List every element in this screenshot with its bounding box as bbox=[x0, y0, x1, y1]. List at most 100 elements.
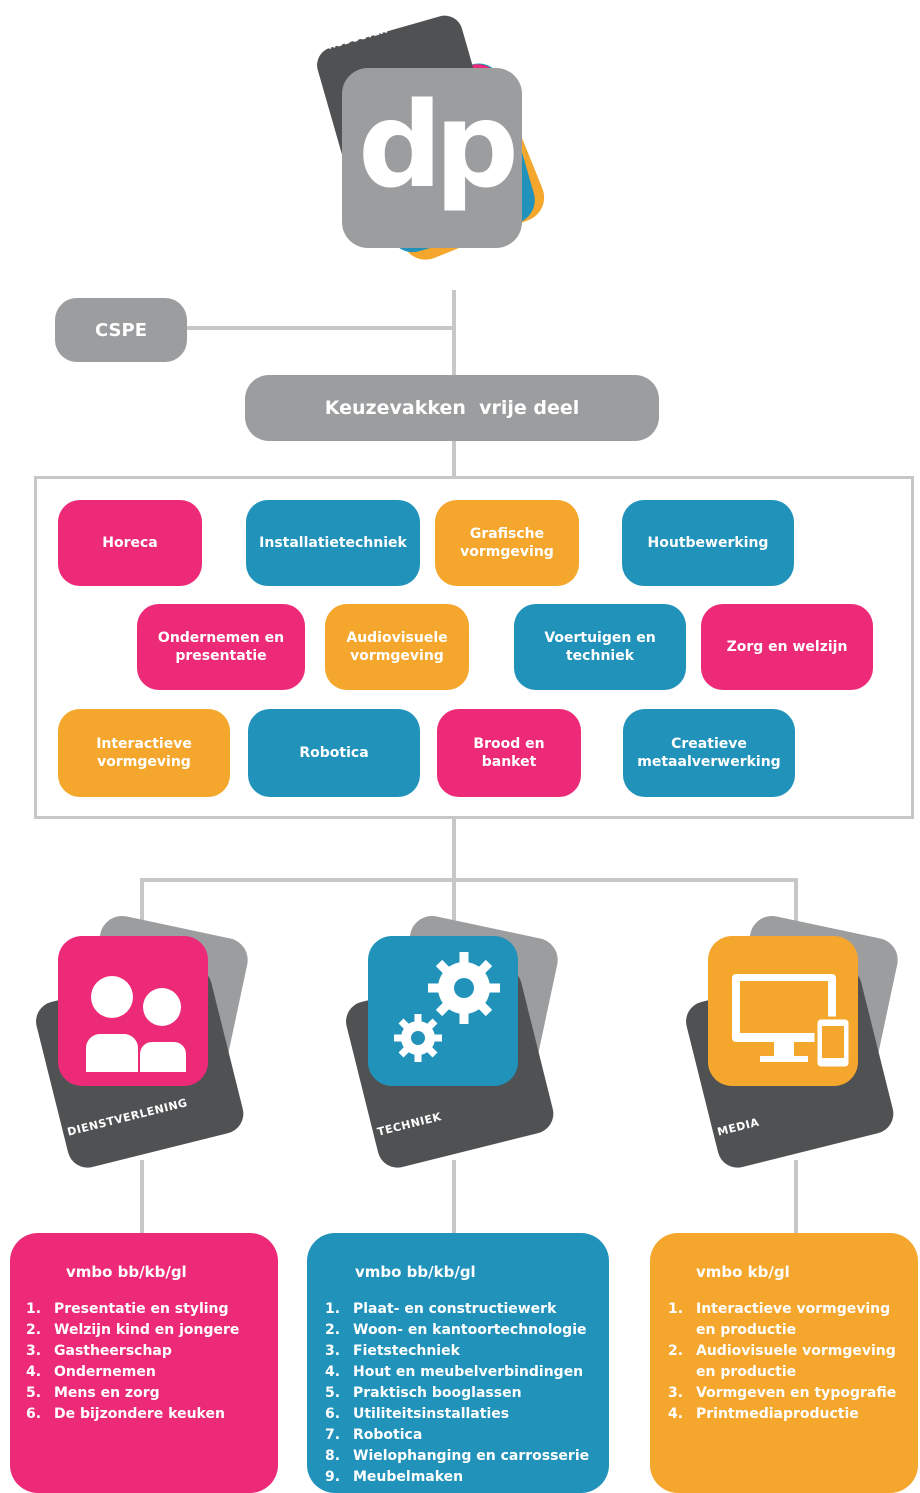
profile-badge-media: MEDIA bbox=[670, 900, 910, 1170]
profile-badge-dienstverlening: DIENSTVERLENING bbox=[20, 900, 260, 1170]
course-label: Vormgeven en typografie bbox=[696, 1385, 897, 1401]
connector-cspe bbox=[186, 326, 454, 330]
course-item: 1.Interactieve vormgeving bbox=[668, 1299, 918, 1320]
dp-logo: dp DIENSTVERLENING & PRODUCTEN bbox=[300, 0, 600, 300]
course-number: 4. bbox=[26, 1364, 42, 1380]
elective-tile: Interactieve vormgeving bbox=[58, 709, 230, 797]
course-item: 4. Hout en meubelverbindingen bbox=[325, 1362, 609, 1383]
devices-icon bbox=[732, 974, 852, 1070]
gears-icon bbox=[394, 952, 500, 1062]
elective-tile: Voertuigen en techniek bbox=[514, 604, 686, 690]
panel-level-dienstverlening: vmbo bb/kb/gl bbox=[66, 1263, 187, 1281]
connector-grid-to-profiles bbox=[452, 818, 456, 880]
course-item: 5.Mens en zorg bbox=[26, 1383, 278, 1404]
badge-shape-media bbox=[686, 915, 898, 1168]
course-label: Utiliteitsinstallaties bbox=[353, 1406, 510, 1422]
course-number: 4. bbox=[325, 1364, 341, 1380]
course-item: 2. Audiovisuele vormgeving bbox=[668, 1341, 918, 1362]
dp-logo-graphic bbox=[317, 15, 545, 260]
course-item: 6. De bijzondere keuken bbox=[26, 1404, 278, 1425]
course-label: Presentatie en styling bbox=[54, 1301, 229, 1317]
course-number: 3. bbox=[325, 1343, 341, 1359]
course-item: 4. Ondernemen bbox=[26, 1362, 278, 1383]
connector-right-to-panel bbox=[794, 1160, 798, 1235]
course-item: 1. Plaat- en constructiewerk bbox=[325, 1299, 609, 1320]
course-number: 7. bbox=[325, 1427, 341, 1443]
panel-media: vmbo kb/gl 1.Interactieve vormgeving en p… bbox=[650, 1233, 918, 1493]
course-item: en productie bbox=[668, 1362, 918, 1383]
course-item: 9.Meubelmaken bbox=[325, 1467, 609, 1488]
course-item: 8. Wielophanging en carrosserie bbox=[325, 1446, 609, 1467]
elective-tile: Grafische vormgeving bbox=[435, 500, 579, 586]
course-label: Praktisch booglassen bbox=[353, 1385, 522, 1401]
course-label: Robotica bbox=[353, 1427, 423, 1443]
course-label: Woon- en kantoortechnologie bbox=[353, 1322, 587, 1338]
connector-mid-to-panel bbox=[452, 1160, 456, 1235]
electives-frame bbox=[34, 476, 914, 819]
badge-shape-dienstverlening bbox=[36, 915, 248, 1168]
cspe-node: CSPE bbox=[55, 298, 187, 362]
panel-level-media: vmbo kb/gl bbox=[696, 1263, 790, 1281]
connector-horizontal bbox=[140, 878, 798, 882]
course-item: 7. Robotica bbox=[325, 1425, 609, 1446]
elective-tile: Houtbewerking bbox=[622, 500, 794, 586]
course-label: Audiovisuele vormgeving bbox=[696, 1343, 896, 1359]
course-number: 4. bbox=[668, 1406, 684, 1422]
elective-tile: Brood en banket bbox=[437, 709, 581, 797]
course-item: 4. Printmediaproductie bbox=[668, 1404, 918, 1425]
course-list-media: 1.Interactieve vormgeving en productie 2. A… bbox=[668, 1299, 918, 1425]
course-item: 3. Gastheerschap bbox=[26, 1341, 278, 1362]
course-label: Hout en meubelverbindingen bbox=[353, 1364, 584, 1380]
course-item: 3. Vormgeven en typografie bbox=[668, 1383, 918, 1404]
course-number: 2. bbox=[325, 1322, 341, 1338]
course-list-techniek: 1. Plaat- en constructiewerk 2. Woon- en ka… bbox=[325, 1299, 609, 1488]
course-label: Mens en zorg bbox=[54, 1385, 160, 1401]
panel-techniek: vmbo bb/kb/gl 1. Plaat- en constructiewer… bbox=[307, 1233, 609, 1493]
course-number: 2. bbox=[668, 1343, 684, 1359]
course-label: Gastheerschap bbox=[54, 1343, 172, 1359]
course-number: 1. bbox=[26, 1301, 42, 1317]
course-number: 1. bbox=[668, 1301, 684, 1317]
course-item: 6. Utiliteitsinstallaties bbox=[325, 1404, 609, 1425]
connector-drop-mid bbox=[452, 878, 456, 936]
course-item: 2. Woon- en kantoortechnologie bbox=[325, 1320, 609, 1341]
elective-tile: Zorg en welzijn bbox=[701, 604, 873, 690]
course-label: Plaat- en constructiewerk bbox=[353, 1301, 557, 1317]
course-label: De bijzondere keuken bbox=[54, 1406, 225, 1422]
dp-logo-letters: dp bbox=[358, 76, 519, 214]
course-number: 1. bbox=[325, 1301, 341, 1317]
course-number: 8. bbox=[325, 1448, 341, 1464]
connector-drop-right bbox=[794, 878, 798, 936]
course-number: 3. bbox=[26, 1343, 42, 1359]
course-item: 5. Praktisch booglassen bbox=[325, 1383, 609, 1404]
people-icon bbox=[86, 976, 186, 1072]
course-number: 5. bbox=[325, 1385, 341, 1401]
badge-shape-techniek bbox=[346, 915, 558, 1168]
panel-dienstverlening: vmbo bb/kb/gl 1. Presentatie en styling 2.… bbox=[10, 1233, 278, 1493]
course-label: Ondernemen bbox=[54, 1364, 156, 1380]
course-number: 3. bbox=[668, 1385, 684, 1401]
elective-tile: Horeca bbox=[58, 500, 202, 586]
course-number: 2. bbox=[26, 1322, 42, 1338]
elective-tile: Audiovisuele vormgeving bbox=[325, 604, 469, 690]
keuzevakken-node: Keuzevakken vrije deel bbox=[245, 375, 659, 441]
course-number: 6. bbox=[26, 1406, 42, 1422]
course-number: 6. bbox=[325, 1406, 341, 1422]
connector-drop-left bbox=[140, 878, 144, 936]
course-label: Fietstechniek bbox=[353, 1343, 460, 1359]
connector-keuzevakken-to-grid bbox=[452, 440, 456, 478]
elective-tile: Creatieve metaalverwerking bbox=[623, 709, 795, 797]
course-item: 3. Fietstechniek bbox=[325, 1341, 609, 1362]
course-label: Wielophanging en carrosserie bbox=[353, 1448, 590, 1464]
course-item: 1. Presentatie en styling bbox=[26, 1299, 278, 1320]
elective-tile: Robotica bbox=[248, 709, 420, 797]
course-label: Printmediaproductie bbox=[696, 1406, 859, 1422]
course-item: en productie bbox=[668, 1320, 918, 1341]
panel-level-techniek: vmbo bb/kb/gl bbox=[355, 1263, 476, 1281]
elective-tile: Installatietechniek bbox=[246, 500, 420, 586]
connector-left-to-panel bbox=[140, 1160, 144, 1235]
course-item-continuation: en productie bbox=[696, 1322, 797, 1338]
course-number: 9. bbox=[325, 1469, 341, 1485]
course-item-continuation: en productie bbox=[696, 1364, 797, 1380]
